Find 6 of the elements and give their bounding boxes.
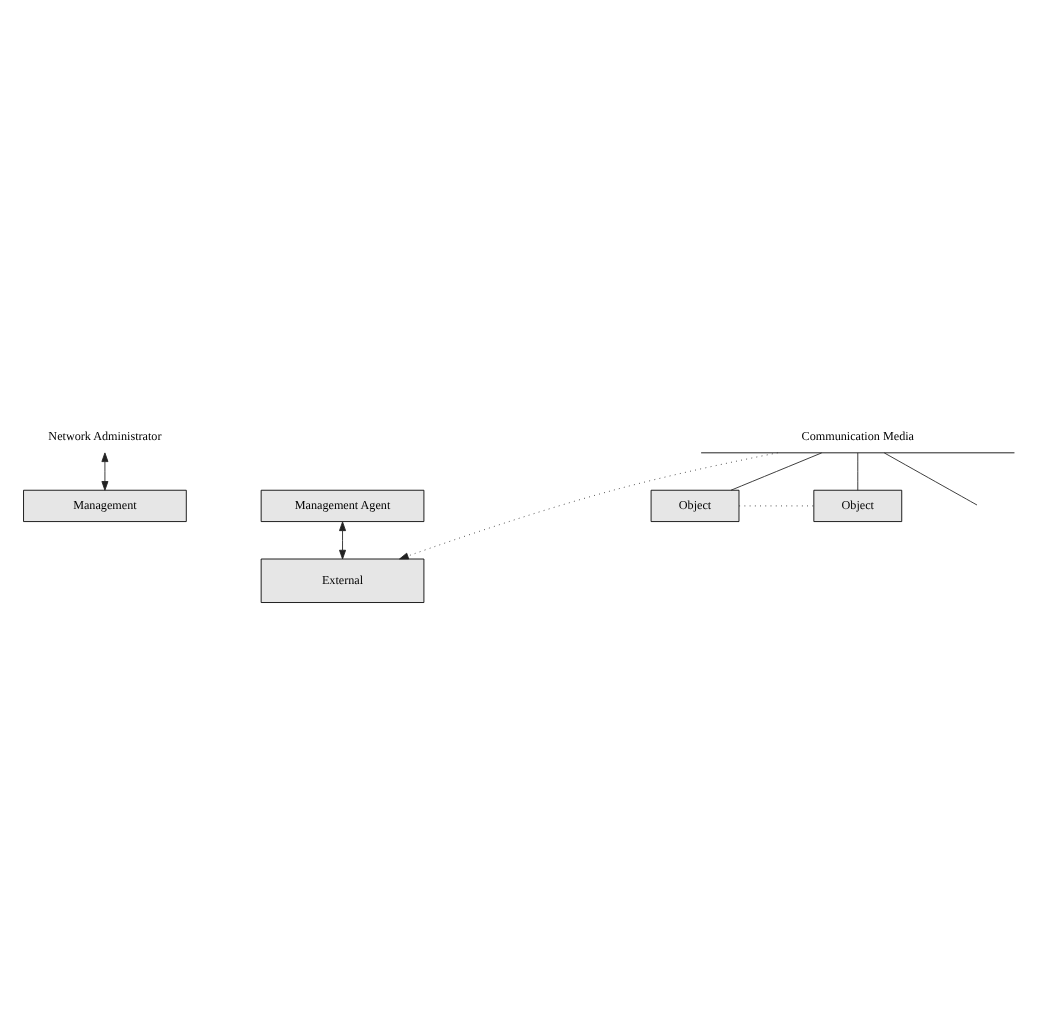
connector xyxy=(730,452,823,491)
arrow xyxy=(101,452,109,491)
connector xyxy=(883,452,978,506)
connector xyxy=(857,452,859,491)
arrow xyxy=(339,521,346,560)
arrow xyxy=(399,452,779,560)
